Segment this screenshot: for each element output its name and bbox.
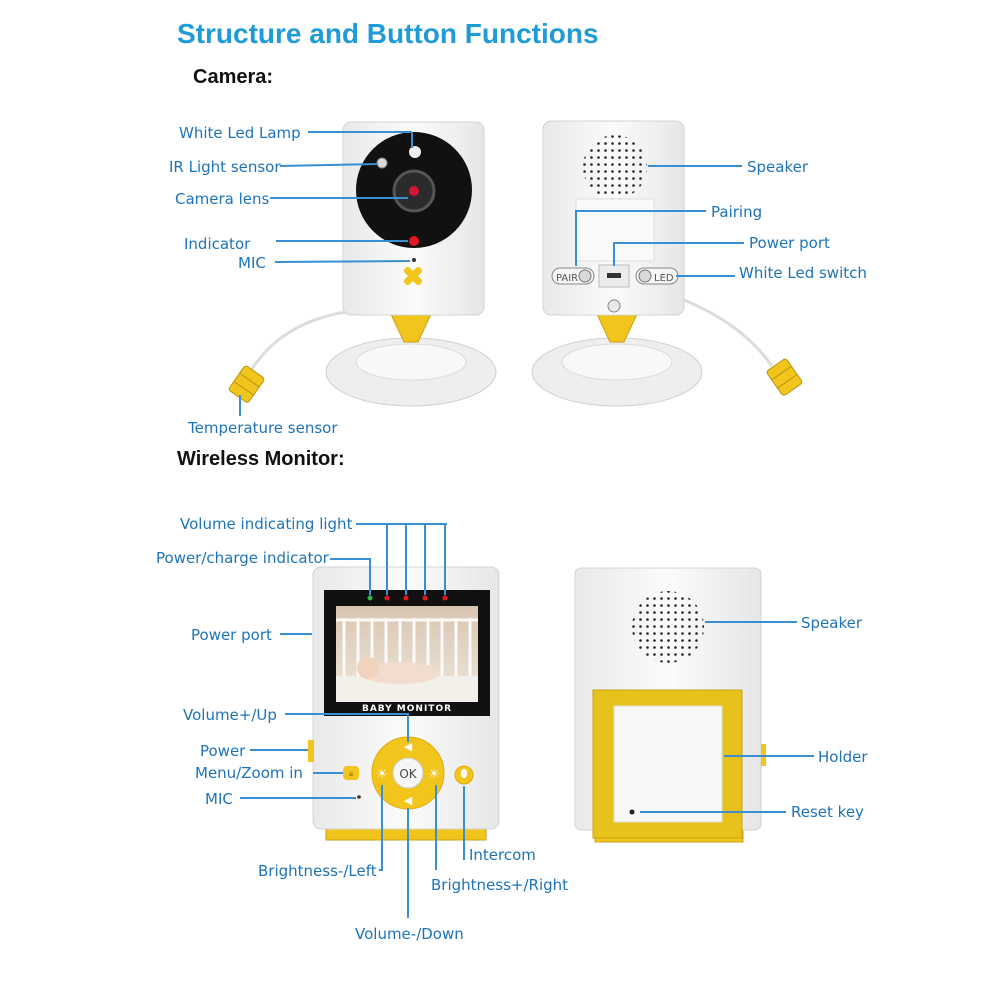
label-ir-light-sensor: IR Light sensor — [169, 158, 281, 176]
power-indicator-light — [367, 595, 373, 601]
page-title: Structure and Button Functions — [177, 18, 599, 49]
white-led-lamp-icon — [409, 146, 421, 158]
label-monitor-power-port: Power port — [191, 626, 272, 644]
temperature-sensor-back — [766, 358, 803, 396]
menu-zoom-button[interactable] — [343, 766, 359, 780]
temperature-sensor-front — [228, 365, 265, 403]
monitor-section-heading: Wireless Monitor: — [177, 448, 345, 470]
label-indicator: Indicator — [184, 235, 251, 253]
label-camera-lens: Camera lens — [175, 190, 270, 208]
label-pairing: Pairing — [711, 203, 762, 221]
camera-speaker-grille-icon — [583, 135, 647, 199]
label-power-charge-indicator: Power/charge indicator — [156, 549, 330, 567]
camera-front — [228, 121, 497, 407]
monitor-front-labels: Volume indicating light Power/charge ind… — [156, 515, 568, 943]
label-brightness-left: Brightness-/Left — [258, 862, 377, 880]
ok-button[interactable] — [392, 757, 424, 789]
label-power-port: Power port — [749, 234, 830, 252]
label-power: Power — [200, 742, 246, 760]
monitor-speaker-grille-icon — [632, 591, 704, 663]
label-reset-key: Reset key — [791, 803, 864, 821]
label-camera-mic: MIC — [238, 254, 266, 272]
cross-logo-icon — [403, 266, 423, 286]
label-menu-zoom-in: Menu/Zoom in — [195, 764, 303, 782]
label-holder: Holder — [818, 748, 868, 766]
camera-back: PAIR LED — [531, 120, 803, 407]
camera-back-neck — [595, 311, 639, 343]
label-camera-speaker: Speaker — [747, 158, 809, 176]
volume-light-2 — [403, 595, 409, 601]
indicator-light-icon — [409, 236, 419, 246]
label-monitor-mic: MIC — [205, 790, 233, 808]
baby-icon — [360, 662, 440, 684]
label-monitor-speaker: Speaker — [801, 614, 863, 632]
led-switch-label: LED — [654, 273, 674, 284]
camera-back-labels: Speaker Pairing Power port White Led swi… — [575, 158, 867, 282]
monitor-back — [574, 567, 766, 843]
volume-light-4 — [442, 595, 448, 601]
volume-up-icon[interactable]: ◀ — [404, 741, 413, 753]
microphone-icon — [461, 769, 467, 778]
mic-hole-icon — [412, 258, 416, 262]
monitor-front: BABY MONITOR ≡ OK ◀ ◀ ☀ ☀ — [308, 566, 500, 841]
label-volume-up: Volume+/Up — [183, 706, 277, 724]
label-temperature-sensor: Temperature sensor — [187, 419, 338, 437]
holder-panel — [613, 705, 723, 823]
label-white-led-switch: White Led switch — [739, 264, 867, 282]
ok-button-label: OK — [399, 767, 417, 781]
ir-sensor-icon — [376, 157, 388, 169]
volume-light-1 — [384, 595, 390, 601]
screen-caption: BABY MONITOR — [362, 704, 452, 714]
label-intercom: Intercom — [469, 846, 536, 864]
camera-front-labels: White Led Lamp IR Light sensor Camera le… — [169, 124, 413, 437]
label-brightness-right: Brightness+/Right — [431, 876, 568, 894]
monitor-back-labels: Speaker Holder Reset key — [640, 614, 868, 821]
menu-icon: ≡ — [349, 770, 354, 779]
volume-down-icon[interactable]: ◀ — [404, 795, 413, 807]
brightness-down-icon[interactable]: ☀ — [376, 766, 388, 781]
reset-key[interactable] — [629, 809, 635, 815]
camera-section-heading: Camera: — [193, 66, 274, 88]
label-volume-indicating-light: Volume indicating light — [180, 515, 353, 533]
label-white-led-lamp: White Led Lamp — [179, 124, 301, 142]
power-button[interactable] — [308, 740, 314, 762]
volume-light-3 — [422, 595, 428, 601]
monitor-mic-hole — [357, 795, 361, 799]
pair-switch-label: PAIR — [556, 273, 578, 284]
screw-icon — [607, 299, 621, 313]
camera-front-neck — [389, 311, 433, 343]
brightness-up-icon[interactable]: ☀ — [428, 766, 440, 781]
label-volume-down: Volume-/Down — [355, 925, 464, 943]
